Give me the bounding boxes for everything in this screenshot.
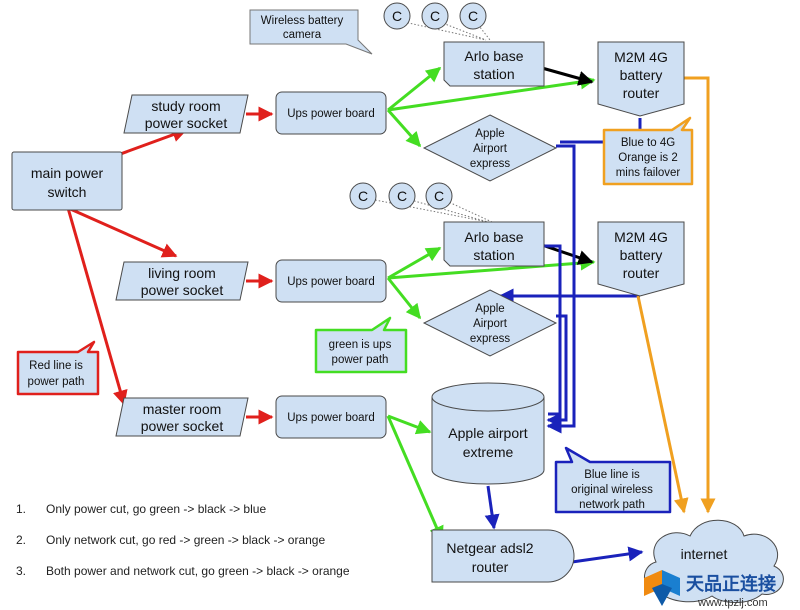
edge-main-to-living [67, 206, 178, 258]
watermark-logo: 天品正连接 www.tpzlj.com [644, 570, 776, 609]
edge-ups3-to-extreme [387, 414, 432, 435]
edge-ups2-to-arlo2 [387, 246, 442, 280]
camera-icon: C [349, 182, 377, 210]
camera-group-2: C C C [349, 182, 453, 210]
orange-failover-edges [636, 76, 716, 514]
svg-text:Ups power board: Ups power board [287, 276, 375, 288]
edge-arlo1-to-m2m1 [541, 66, 594, 86]
edge-ups3-to-netgear [386, 415, 444, 542]
svg-text:internet: internet [681, 546, 728, 562]
edge-ups1-to-arlo1 [387, 66, 442, 112]
svg-text:C: C [358, 188, 368, 204]
svg-text:C: C [430, 8, 440, 24]
svg-text:C: C [434, 188, 444, 204]
black-edges [541, 66, 594, 265]
camera-icon: C [383, 2, 411, 30]
node-ups1: Ups power board [275, 91, 387, 135]
edge-m2m1-to-internet [684, 76, 716, 514]
edge-ups2-to-express2 [386, 277, 422, 320]
edge-m2m2-to-internet [636, 295, 689, 514]
svg-text:C: C [468, 8, 478, 24]
camera-icon: C [425, 182, 453, 210]
svg-text:C: C [392, 8, 402, 24]
node-ups2: Ups power board [275, 259, 387, 303]
svg-text:C: C [397, 188, 407, 204]
red-power-edges [66, 106, 274, 425]
edge-main-to-master [66, 207, 128, 406]
edge-arlo2-to-m2m2 [541, 243, 594, 265]
watermark-logo-icon [644, 570, 680, 606]
blue-network-edges [484, 118, 644, 564]
camera-icon: C [421, 2, 449, 30]
green-ups-edges [386, 66, 596, 542]
camera-icon: C [459, 2, 487, 30]
edge-arlo2-to-extreme [544, 244, 562, 416]
watermark-url: www.tpzlj.com [697, 597, 768, 609]
edge-ups1-to-express1 [386, 109, 422, 148]
edge-netgear-to-internet [571, 546, 644, 564]
edge-extreme-to-netgear [484, 485, 500, 530]
edge-ups1-to-m2m1 [387, 74, 596, 112]
svg-text:Ups power board: Ups power board [287, 108, 375, 120]
svg-text:Ups power board: Ups power board [287, 412, 375, 424]
camera-group-1: C C C [383, 2, 487, 30]
watermark-cn-text: 天品正连接 [686, 573, 776, 594]
edge-express2-to-extreme [546, 314, 568, 428]
node-ups3: Ups power board [275, 395, 387, 439]
camera-icon: C [388, 182, 416, 210]
